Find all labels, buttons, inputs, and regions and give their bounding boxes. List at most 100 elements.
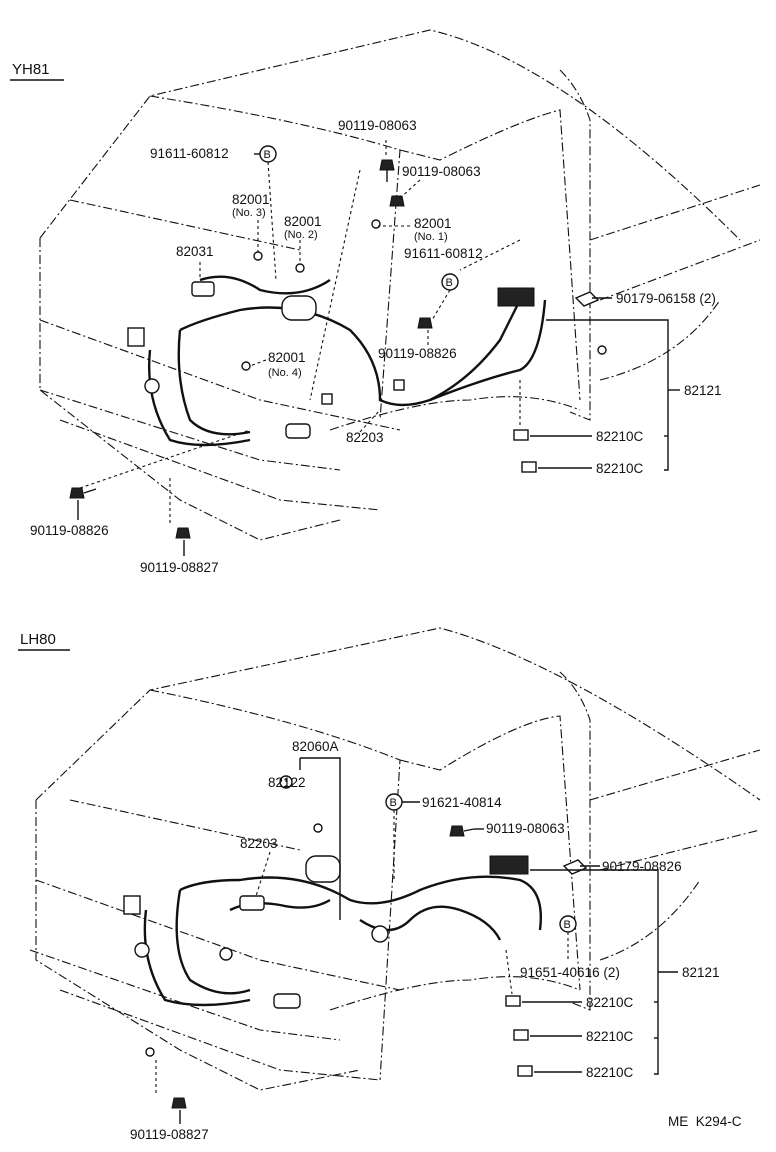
leader bbox=[397, 179, 421, 201]
connector-82203 bbox=[239, 895, 265, 911]
door-pillar bbox=[559, 69, 591, 421]
bolt-icon bbox=[171, 1097, 187, 1109]
hood-line bbox=[69, 199, 301, 251]
leader bbox=[309, 169, 361, 401]
headlamp-connector bbox=[123, 895, 141, 915]
body-side-line bbox=[599, 829, 761, 871]
figure-code: ME K294-C bbox=[668, 1114, 742, 1129]
door-frame bbox=[399, 715, 581, 991]
leader bbox=[431, 289, 451, 321]
bolt-icon bbox=[379, 159, 395, 182]
body-side-top bbox=[589, 184, 761, 241]
top-view: YH81 bbox=[10, 29, 761, 575]
badge-b-icon: B bbox=[559, 915, 577, 933]
callout-82203: 82203 bbox=[346, 430, 384, 445]
clamp-no3 bbox=[253, 251, 263, 261]
badge-b-icon: B bbox=[441, 273, 459, 291]
bolt-icon bbox=[449, 825, 475, 837]
junction-block bbox=[489, 855, 529, 875]
callout-82001-no1-sub: (No. 1) bbox=[414, 231, 448, 243]
callout-82001-no4-sub: (No. 4) bbox=[268, 367, 302, 379]
cab-front-edge bbox=[149, 95, 401, 421]
bumper-lower-line bbox=[59, 989, 381, 1081]
leader bbox=[359, 409, 381, 433]
bolt-icon bbox=[417, 317, 433, 329]
callout-90179-08826: 90179-08826 bbox=[602, 859, 682, 874]
callout-82031: 82031 bbox=[176, 244, 214, 259]
wheel-arch-line bbox=[329, 396, 581, 431]
callout-82001-no2-sub: (No. 2) bbox=[284, 229, 318, 241]
callout-82122: 82122 bbox=[268, 775, 306, 790]
hood-line bbox=[69, 799, 301, 851]
bolt-icon bbox=[389, 195, 405, 207]
body-side-line bbox=[599, 239, 761, 301]
clip-82210c-a bbox=[513, 429, 529, 441]
callout-90119-08827: 90119-08827 bbox=[140, 560, 219, 575]
clip-lower bbox=[145, 1047, 155, 1057]
harness-lamp-wire bbox=[143, 909, 251, 1007]
clip-82210c-c bbox=[517, 1065, 533, 1077]
harness-left-wire bbox=[175, 889, 251, 995]
callout-90119-08826: 90119-08826 bbox=[30, 523, 109, 538]
section-label-lh80: LH80 bbox=[20, 631, 56, 648]
bumper-line bbox=[39, 389, 341, 471]
section-label-yh81: YH81 bbox=[12, 61, 50, 78]
callout-90119-08063: 90119-08063 bbox=[338, 118, 417, 133]
wheel-arch-line bbox=[329, 976, 581, 1011]
callout-90119-08826: 90119-08826 bbox=[378, 346, 457, 361]
connector-small-b bbox=[393, 379, 405, 391]
callout-82060a: 82060A bbox=[292, 739, 339, 754]
bolt-icon bbox=[69, 487, 97, 499]
callout-91611-60812: 91611-60812 bbox=[150, 146, 229, 161]
svg-text:B: B bbox=[390, 797, 397, 809]
cab-front-edge bbox=[149, 689, 401, 1081]
door-pillar bbox=[559, 671, 591, 1011]
cab-front-lower bbox=[35, 800, 361, 1091]
callout-90179-06158: 90179-06158 (2) bbox=[616, 291, 716, 306]
leader bbox=[459, 239, 521, 271]
leader bbox=[249, 359, 267, 367]
side-marker-lamp bbox=[285, 423, 311, 439]
callout-82001-no1: 82001 bbox=[414, 216, 452, 231]
headlamp-connector bbox=[127, 327, 145, 347]
callout-82210c: 82210C bbox=[586, 995, 634, 1010]
ground-point bbox=[219, 947, 233, 961]
harness-branch-wire bbox=[459, 908, 502, 941]
harness-upper-wire bbox=[199, 275, 331, 295]
door-frame bbox=[399, 109, 581, 401]
clamp-no2 bbox=[295, 263, 305, 273]
leader bbox=[505, 949, 513, 995]
harness-main-wire bbox=[179, 299, 547, 407]
grommet bbox=[144, 378, 160, 394]
callout-90119-08063: 90119-08063 bbox=[486, 821, 565, 836]
cab-roof-outline bbox=[35, 627, 761, 801]
callout-82210c: 82210C bbox=[586, 1029, 634, 1044]
badge-b-icon: B bbox=[259, 145, 277, 163]
harness-main-wire bbox=[179, 875, 542, 931]
callout-82001-no3-sub: (No. 3) bbox=[232, 207, 266, 219]
clip-82210c-b bbox=[521, 461, 537, 473]
nut-90179 bbox=[562, 859, 588, 875]
bumper-lower-line bbox=[59, 419, 381, 511]
harness-grommet bbox=[371, 925, 389, 943]
clip-82210c-a bbox=[505, 995, 521, 1007]
bracket-82060a bbox=[300, 757, 341, 920]
clip-fender bbox=[597, 345, 607, 355]
connector-small-a bbox=[321, 393, 333, 405]
cab-front-lower bbox=[39, 238, 341, 541]
clamp-no4 bbox=[241, 361, 251, 371]
leader bbox=[267, 161, 277, 281]
callout-82203: 82203 bbox=[240, 836, 278, 851]
callout-91611-60812: 91611-60812 bbox=[404, 246, 483, 261]
badge-b-icon: B bbox=[385, 793, 403, 811]
harness-branch-wire bbox=[429, 299, 522, 402]
svg-text:B: B bbox=[264, 149, 271, 161]
callout-91651-40616: 91651-40616 (2) bbox=[520, 965, 620, 980]
body-side-top bbox=[589, 749, 761, 801]
grille-top-line bbox=[39, 319, 401, 431]
bracket-82121 bbox=[546, 319, 669, 471]
bolt-icon bbox=[175, 527, 191, 539]
fender-line bbox=[599, 879, 701, 961]
callout-82001-no3: 82001 bbox=[232, 192, 270, 207]
